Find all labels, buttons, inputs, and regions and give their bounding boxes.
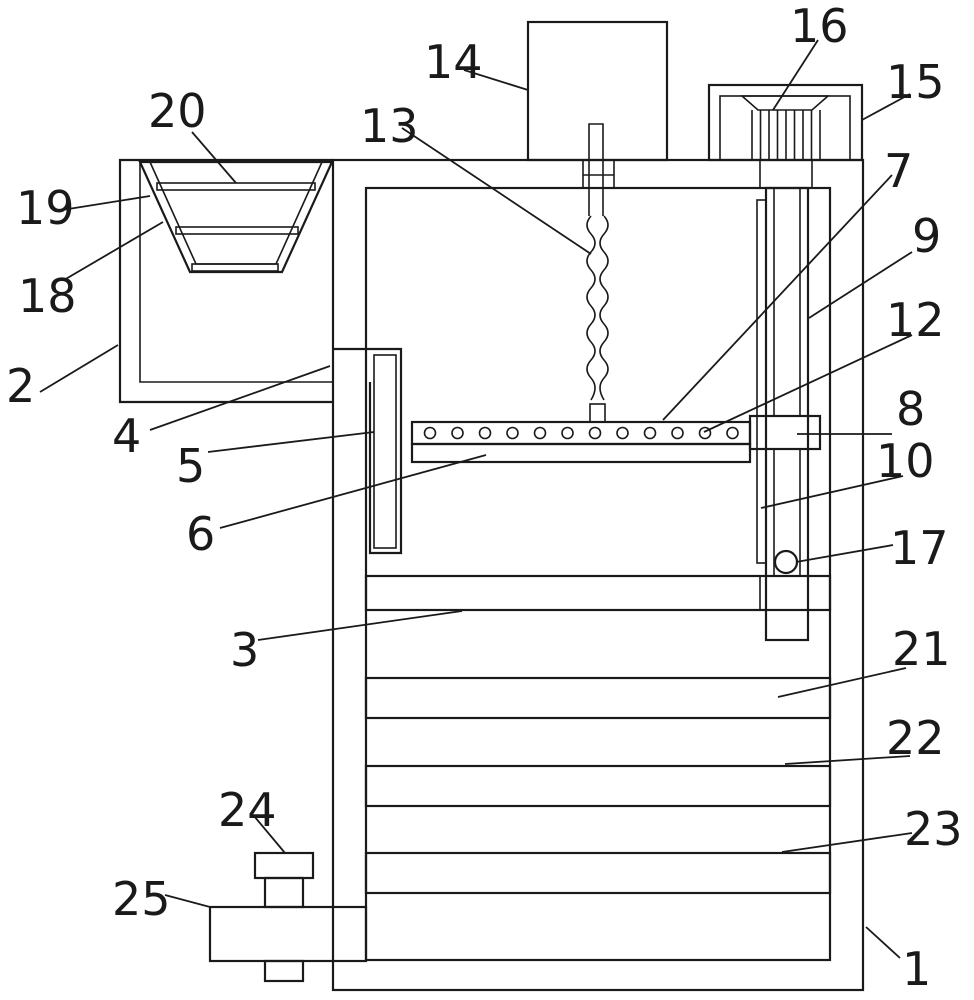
label-4: 4 bbox=[112, 409, 141, 463]
spray-hole bbox=[588, 426, 602, 440]
top-bearing bbox=[759, 159, 813, 189]
label-22: 22 bbox=[886, 711, 945, 765]
spray-pipe bbox=[410, 420, 752, 464]
spray-hole bbox=[533, 426, 547, 440]
motor-15 bbox=[707, 83, 864, 162]
label-1: 1 bbox=[902, 942, 931, 996]
spring-rod bbox=[586, 215, 609, 423]
shaft-bearing bbox=[582, 159, 615, 189]
label-6: 6 bbox=[186, 507, 215, 561]
label-14: 14 bbox=[424, 35, 483, 89]
label-17: 17 bbox=[890, 521, 949, 575]
part-numbers: 1 2 3 4 5 6 7 8 9 10 12 13 14 15 16 17 1… bbox=[6, 0, 963, 996]
layer-plates bbox=[364, 676, 832, 895]
label-20: 20 bbox=[148, 84, 207, 138]
gear bbox=[739, 95, 831, 160]
spray-hole bbox=[726, 426, 739, 440]
spray-hole bbox=[451, 426, 464, 440]
valve bbox=[253, 851, 315, 909]
spray-hole bbox=[616, 426, 629, 440]
label-25: 25 bbox=[112, 872, 171, 926]
outlet-pipe bbox=[208, 905, 368, 983]
label-18: 18 bbox=[18, 269, 77, 323]
slider-block bbox=[748, 414, 822, 451]
guide-rail bbox=[756, 199, 767, 564]
label-15: 15 bbox=[886, 55, 945, 109]
bottom-bearing bbox=[759, 575, 831, 611]
guide-plate bbox=[373, 354, 397, 549]
label-13: 13 bbox=[360, 99, 419, 153]
filter-screen-middle bbox=[175, 226, 299, 235]
spray-hole bbox=[478, 426, 492, 440]
hopper bbox=[138, 160, 334, 274]
label-23: 23 bbox=[904, 802, 963, 856]
spray-hole bbox=[561, 426, 574, 440]
spray-hole bbox=[698, 426, 712, 440]
filter-screen-top bbox=[156, 182, 316, 191]
label-3: 3 bbox=[230, 623, 259, 677]
spray-hole bbox=[643, 426, 657, 440]
label-10: 10 bbox=[876, 434, 935, 488]
label-16: 16 bbox=[790, 0, 849, 53]
label-5: 5 bbox=[176, 439, 205, 493]
spray-holes bbox=[423, 426, 739, 440]
label-9: 9 bbox=[912, 209, 941, 263]
label-24: 24 bbox=[218, 783, 277, 837]
filter-screen-bottom bbox=[191, 263, 279, 272]
leader-lines bbox=[39, 39, 913, 959]
spray-hole bbox=[671, 426, 684, 440]
label-8: 8 bbox=[896, 382, 925, 436]
label-12: 12 bbox=[886, 293, 945, 347]
feed-box bbox=[118, 158, 333, 404]
label-7: 7 bbox=[884, 144, 913, 198]
chute-pipe bbox=[333, 347, 403, 555]
label-2: 2 bbox=[6, 359, 35, 413]
spray-hole bbox=[423, 426, 437, 440]
motor-box bbox=[526, 20, 669, 216]
label-21: 21 bbox=[892, 622, 951, 676]
label-19: 19 bbox=[16, 181, 75, 235]
roller bbox=[773, 549, 799, 575]
spray-hole bbox=[506, 426, 519, 440]
